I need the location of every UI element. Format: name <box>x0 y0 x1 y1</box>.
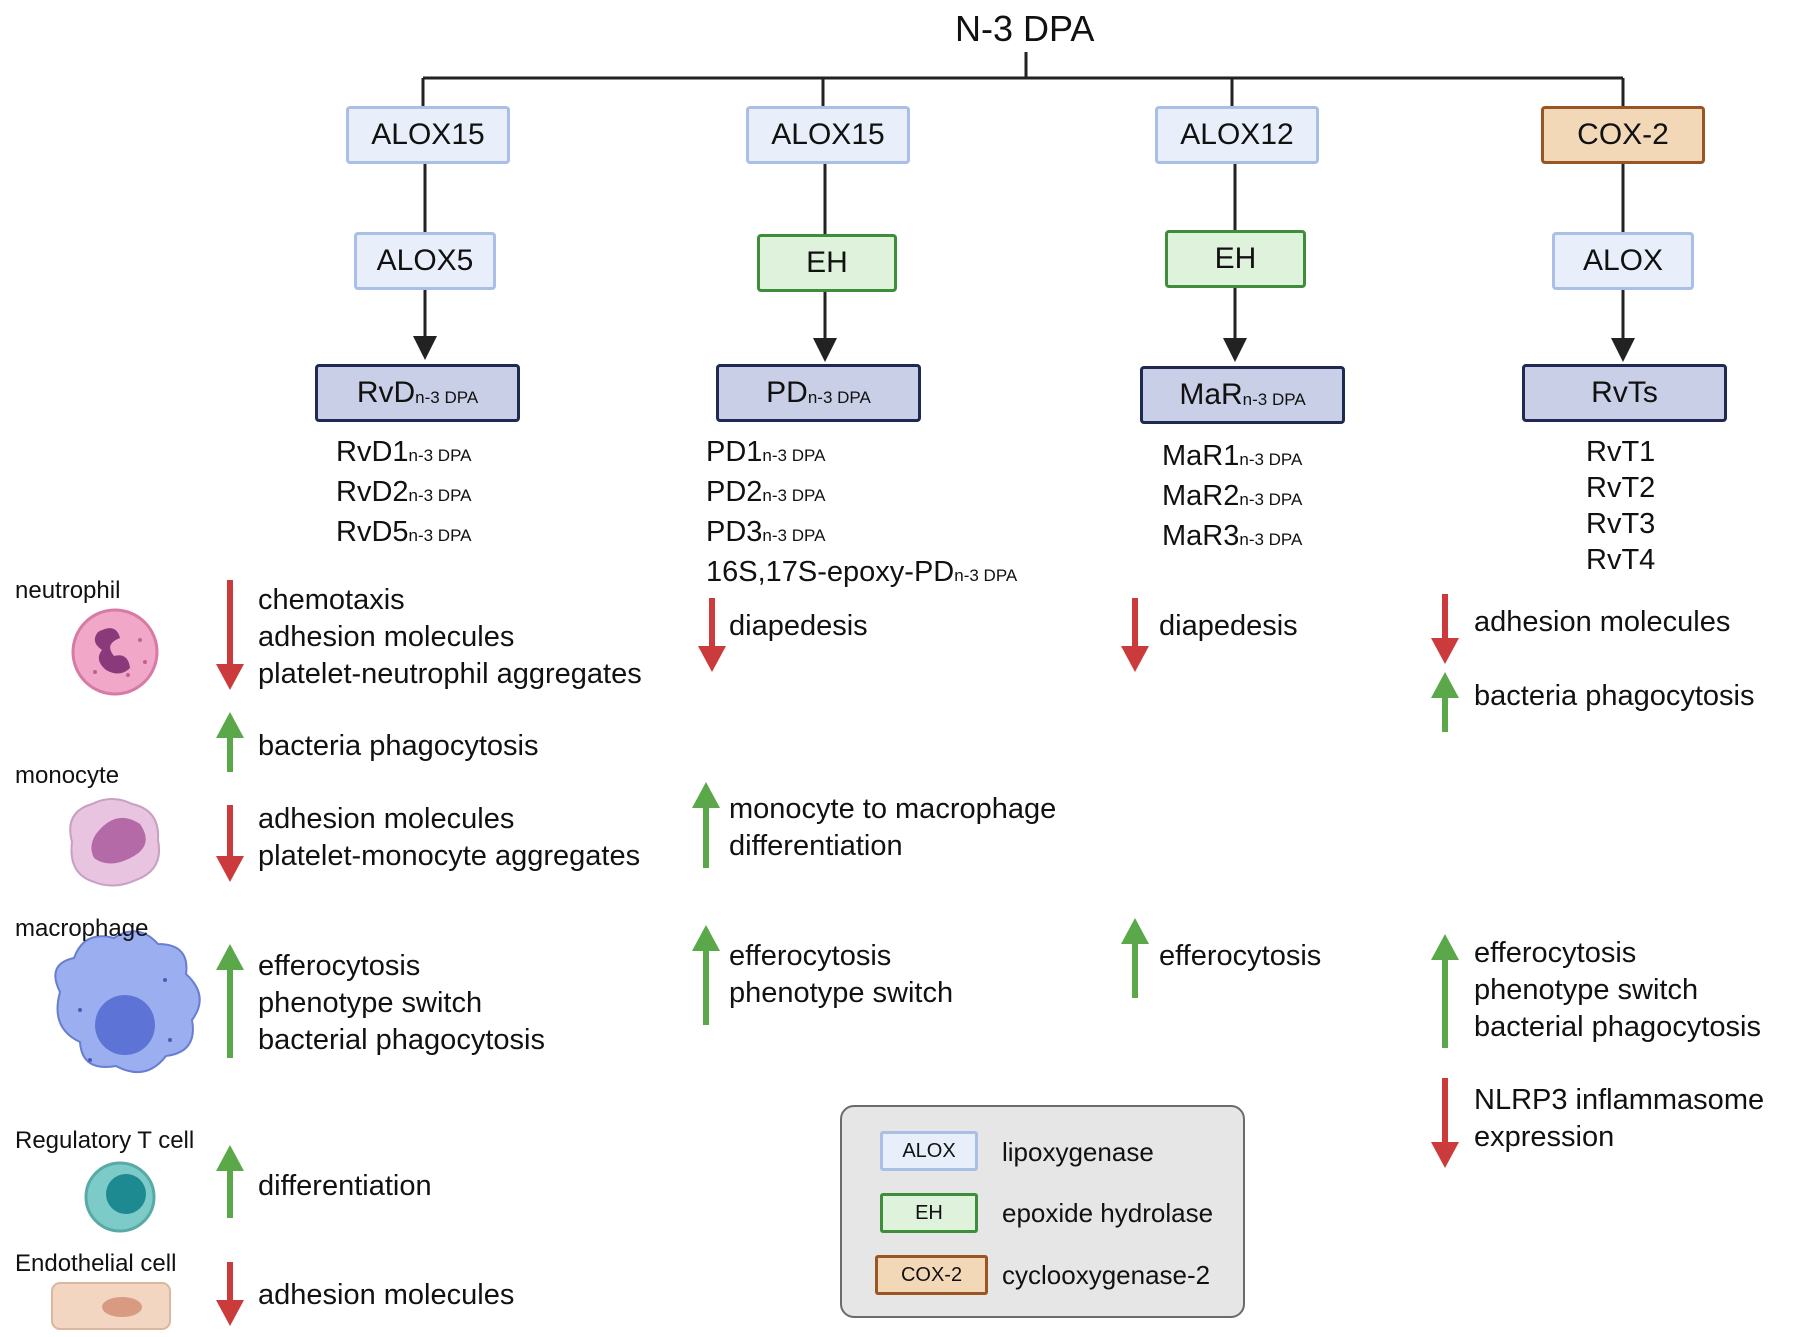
down-arrow-icon <box>1431 594 1459 664</box>
enzyme-box-eh-b: EH <box>1165 230 1306 288</box>
down-arrow-icon <box>698 598 726 672</box>
down-arrow-icon <box>1431 1078 1459 1168</box>
effect-text: diapedesis <box>1159 610 1298 642</box>
product-main: RvD <box>356 376 416 409</box>
up-arrow-icon <box>216 944 244 1058</box>
endothelial-cell-icon <box>51 1282 171 1330</box>
effect-text: adhesion molecules <box>258 1279 515 1311</box>
down-arrow-icon <box>216 580 244 690</box>
cell-label-treg: Regulatory T cell <box>15 1127 195 1154</box>
member: PD1n-3 DPA <box>706 436 826 468</box>
up-arrow-icon <box>692 782 720 868</box>
member: PD2n-3 DPA <box>706 476 826 508</box>
member: MaR2n-3 DPA <box>1162 480 1303 512</box>
up-arrow-icon <box>216 712 244 772</box>
up-arrow-icon <box>1121 918 1149 998</box>
member: RvT1 <box>1586 436 1656 468</box>
legend-text-lipoxygenase: lipoxygenase <box>1002 1137 1154 1167</box>
legend-box-alox: ALOX <box>880 1131 978 1171</box>
neutrophil-icon <box>71 608 159 696</box>
enzyme-box-alox15-b: ALOX15 <box>746 106 910 164</box>
member: PD3n-3 DPA <box>706 516 826 548</box>
monocyte-icon <box>69 798 160 887</box>
enzyme-box-alox12: ALOX12 <box>1155 106 1319 164</box>
down-arrow-icon <box>1121 598 1149 672</box>
member: RvD5n-3 DPA <box>336 516 472 548</box>
product-box-rvts: RvTs <box>1522 364 1727 422</box>
tree-connectors <box>413 52 1635 362</box>
root-label: N-3 DPA <box>955 8 1095 49</box>
effect-text: adhesion molecules <box>1474 606 1731 638</box>
member: RvT4 <box>1586 544 1656 576</box>
legend-text-epoxide-hydrolase: epoxide hydrolase <box>1002 1198 1214 1228</box>
legend-box-cox2: COX-2 <box>875 1255 988 1295</box>
mar-members: MaR1n-3 DPA MaR2n-3 DPA MaR3n-3 DPA <box>1162 438 1302 558</box>
up-arrow-icon <box>1431 934 1459 1048</box>
member: RvD1n-3 DPA <box>336 436 472 468</box>
effect-text: bacteria phagocytosis <box>258 730 539 762</box>
pd-members: PD1n-3 DPA PD2n-3 DPA PD3n-3 DPA 16S,17S… <box>706 434 1017 594</box>
enzyme-box-alox15-a: ALOX15 <box>346 106 510 164</box>
member: RvT2 <box>1586 472 1656 504</box>
up-arrow-icon <box>1431 672 1459 732</box>
rvd-members: RvD1n-3 DPA RvD2n-3 DPA RvD5n-3 DPA <box>336 434 472 554</box>
up-arrow-icon <box>216 1145 244 1218</box>
cell-label-monocyte: monocyte <box>15 762 120 789</box>
down-arrow-icon <box>216 1262 244 1326</box>
enzyme-box-alox: ALOX <box>1552 232 1694 290</box>
cell-label-endothelial: Endothelial cell <box>15 1250 177 1277</box>
effect-text: differentiation <box>258 1170 432 1202</box>
enzyme-box-cox2: COX-2 <box>1541 106 1705 164</box>
rvt-members: RvT1 RvT2 RvT3 RvT4 <box>1586 434 1655 578</box>
product-sub: n-3 DPA <box>415 388 479 407</box>
member: RvT3 <box>1586 508 1656 540</box>
legend-text-cyclooxygenase: cyclooxygenase-2 <box>1002 1260 1211 1290</box>
enzyme-box-alox5: ALOX5 <box>354 232 496 290</box>
member: MaR3n-3 DPA <box>1162 520 1303 552</box>
enzyme-box-eh-a: EH <box>757 234 897 292</box>
regulatory-t-cell-icon <box>84 1161 156 1233</box>
cell-label-macrophage: macrophage <box>15 915 149 942</box>
effect-arrows <box>216 580 1459 1326</box>
effect-text: efferocytosis <box>1159 940 1322 972</box>
member: RvD2n-3 DPA <box>336 476 472 508</box>
cell-label-neutrophil: neutrophil <box>15 577 121 604</box>
legend-box-eh: EH <box>880 1193 978 1233</box>
legend-panel: ALOX lipoxygenase EH epoxide hydrolase C… <box>840 1105 1245 1318</box>
member: MaR1n-3 DPA <box>1162 440 1303 472</box>
macrophage-icon <box>54 930 201 1074</box>
up-arrow-icon <box>692 925 720 1025</box>
effect-text: diapedesis <box>729 610 868 642</box>
down-arrow-icon <box>216 805 244 882</box>
effect-text: bacteria phagocytosis <box>1474 680 1755 712</box>
member: 16S,17S-epoxy-PDn-3 DPA <box>706 556 1018 588</box>
